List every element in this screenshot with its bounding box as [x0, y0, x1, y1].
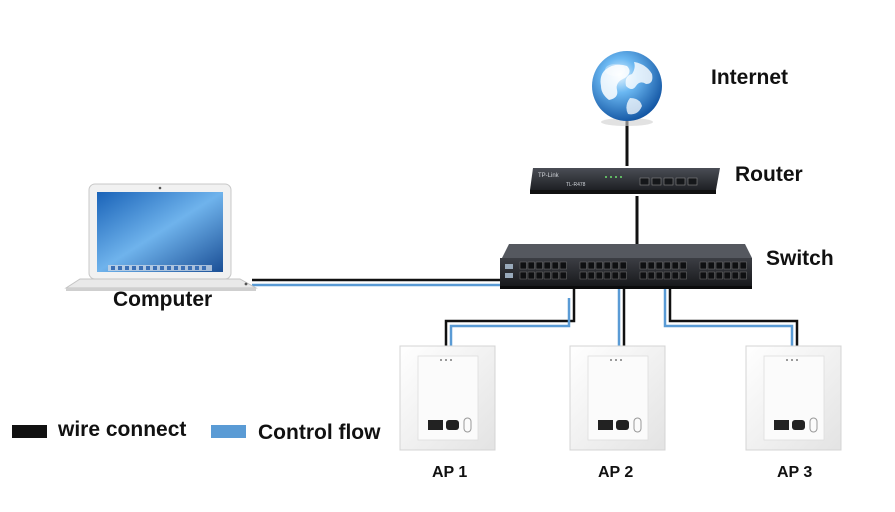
- switch-port: [671, 261, 679, 270]
- ap-1-label: AP 1: [432, 464, 468, 481]
- router-device-icon: TP-Link TL-R478: [530, 168, 720, 194]
- switch-port: [611, 261, 619, 270]
- switch-port: [535, 271, 543, 280]
- access-point-2-icon: [569, 345, 666, 451]
- switch-port: [707, 261, 715, 270]
- switch-port: [739, 271, 747, 280]
- switch-port: [679, 261, 687, 270]
- ap-3-label: AP 3: [777, 464, 813, 481]
- flow-switch-ap1: [449, 298, 571, 356]
- switch-port: [519, 271, 527, 280]
- switch-port: [543, 271, 551, 280]
- computer-label: Computer: [113, 288, 213, 311]
- switch-port: [723, 271, 731, 280]
- switch-port: [699, 261, 707, 270]
- switch-port: [619, 271, 627, 280]
- switch-port: [559, 271, 567, 280]
- switch-port: [671, 271, 679, 280]
- internet-label: Internet: [711, 66, 789, 89]
- switch-port: [595, 271, 603, 280]
- ap-2-label: AP 2: [598, 464, 634, 481]
- router-model-text: TL-R478: [566, 182, 586, 188]
- switch-port: [543, 261, 551, 270]
- wire-switch-ap3: [668, 288, 799, 346]
- wire-legend-label: wire connect: [58, 418, 187, 441]
- control-legend-label: Control flow: [258, 421, 381, 444]
- switch-port: [663, 261, 671, 270]
- switch-port: [619, 261, 627, 270]
- switch-port: [535, 261, 543, 270]
- switch-port: [723, 261, 731, 270]
- switch-port: [551, 271, 559, 280]
- internet-globe-icon: [592, 51, 662, 126]
- switch-port: [527, 261, 535, 270]
- switch-port: [551, 261, 559, 270]
- switch-port: [715, 261, 723, 270]
- connections: [252, 120, 799, 356]
- switch-port: [707, 271, 715, 280]
- wire-legend-swatch: [12, 425, 47, 438]
- switch-port: [647, 271, 655, 280]
- switch-port: [527, 271, 535, 280]
- switch-port: [611, 271, 619, 280]
- switch-port: [579, 261, 587, 270]
- switch-port: [595, 261, 603, 270]
- switch-port: [587, 271, 595, 280]
- wire-switch-ap1: [444, 288, 576, 346]
- switch-port: [519, 261, 527, 270]
- switch-port: [603, 261, 611, 270]
- switch-port: [663, 271, 671, 280]
- computer-laptop-icon: [64, 183, 258, 291]
- switch-port: [587, 261, 595, 270]
- switch-port: [639, 271, 647, 280]
- switch-device-icon: [500, 244, 752, 289]
- access-point-1-icon: [399, 345, 496, 451]
- switch-port: [579, 271, 587, 280]
- switch-port: [603, 271, 611, 280]
- switch-port: [559, 261, 567, 270]
- switch-port: [655, 271, 663, 280]
- access-point-3-icon: [745, 345, 842, 451]
- switch-port: [639, 261, 647, 270]
- switch-port: [715, 271, 723, 280]
- switch-port: [655, 261, 663, 270]
- switch-port: [739, 261, 747, 270]
- switch-label: Switch: [766, 247, 834, 270]
- router-brand-text: TP-Link: [538, 173, 560, 179]
- control-legend-swatch: [211, 425, 246, 438]
- flow-switch-ap3: [663, 288, 794, 346]
- switch-port: [679, 271, 687, 280]
- switch-port: [731, 271, 739, 280]
- router-label: Router: [735, 163, 803, 186]
- switch-port: [699, 271, 707, 280]
- switch-port: [731, 261, 739, 270]
- switch-port: [647, 261, 655, 270]
